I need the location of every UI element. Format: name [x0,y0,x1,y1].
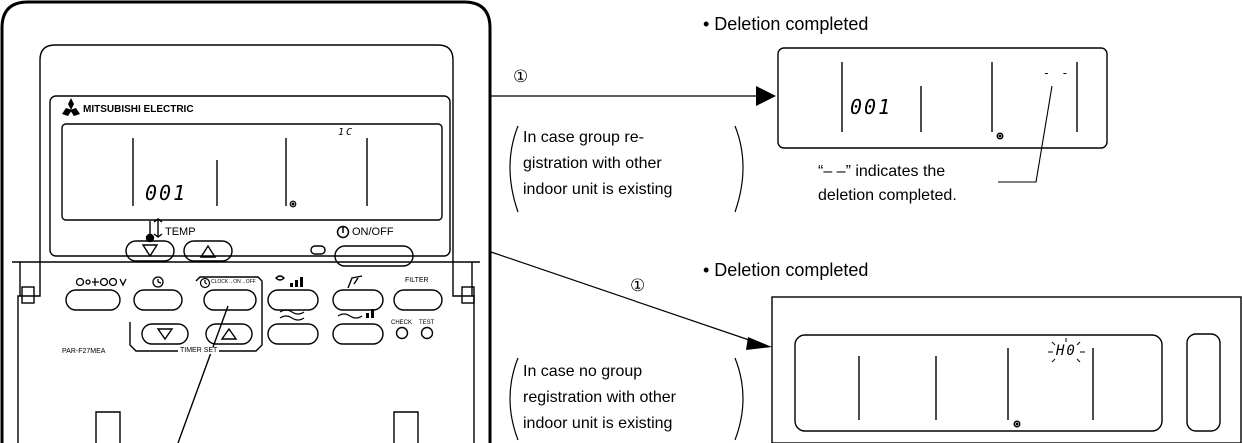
upper-step-marker: ① [513,67,529,86]
upper-condition-line-3: indoor unit is existing [523,181,673,198]
filter-label: FILTER [405,277,429,284]
clock-button[interactable] [203,289,257,311]
louver-icon [279,309,305,321]
lower-condition-right-bracket [734,357,744,441]
timer-clock-icon [152,276,164,288]
thermometer-icon [145,218,163,243]
blink-rays-icon [1048,338,1085,363]
test-label: TEST [419,320,435,326]
model-label: PAR-F27MEA [62,348,106,355]
airflow-icon [347,275,363,289]
upper-note-line-1: “– –” indicates the [818,163,946,180]
operation-lamp [310,245,326,255]
timer-mode-button[interactable] [133,289,183,311]
remote-lcd [61,123,443,221]
onoff-button[interactable] [334,245,414,267]
fan-speed-button[interactable] [267,289,319,311]
upper-arrow-head [756,86,776,106]
test-button[interactable] [420,326,434,340]
remote-panel [49,95,451,257]
vane-icon [337,309,374,319]
lower-result-side-slot [1186,333,1221,432]
upper-lcd-address: 001 [850,95,893,119]
lower-heading: • Deletion completed [703,260,869,280]
upper-condition-line-2: gistration with other [523,155,662,172]
upper-heading: • Deletion completed [703,14,869,34]
lower-step-marker: ① [630,276,646,295]
left-hinge [21,286,35,304]
upper-condition-right-bracket [734,125,744,213]
onoff-label: ON/OFF [352,226,394,238]
timer-up-button[interactable] [205,323,253,345]
temp-label: TEMP [165,226,196,238]
lower-lcd-indicator: H0 [1056,343,1077,359]
remote-cover [17,44,475,443]
temp-up-button[interactable] [183,240,233,262]
lower-arrow-head [746,337,772,350]
temp-down-button[interactable] [125,240,175,262]
lower-condition-line-3: indoor unit is existing [523,415,673,432]
remote-housing [0,0,492,443]
upper-condition-left-bracket [509,125,519,213]
upper-condition-line-1: In case group re- [523,129,644,146]
remote-lcd-address: 001 [145,181,188,205]
airflow-button[interactable] [332,289,384,311]
mode-button[interactable] [65,289,121,311]
lower-condition-left-bracket [509,357,519,441]
lower-condition-line-2: registration with other [523,389,676,406]
upper-lcd-indicator: - - [1043,66,1071,80]
upper-note-leader [998,85,1053,183]
fan-speed-icon [275,275,303,287]
clock-on-off-label: CLOCK→ON→OFF [211,279,256,285]
mitsubishi-logo-icon [62,98,80,116]
power-icon [336,225,350,239]
check-button[interactable] [395,326,409,340]
upper-note-line-2: deletion completed. [818,187,957,204]
lower-condition-line-1: In case no group [523,363,643,380]
timer-set-label: TIMER SET [178,347,220,354]
vane-button[interactable] [332,323,384,345]
remote-brand: MITSUBISHI ELECTRIC [83,104,194,115]
clock-icon [199,277,211,289]
remote-lcd-corner: 1C [338,127,355,138]
filter-button[interactable] [393,289,443,311]
lower-result-panel [771,296,1242,443]
timer-down-button[interactable] [141,323,189,345]
check-label: CHECK [391,320,413,326]
louver-button[interactable] [267,323,319,345]
lower-arrow-line [490,251,759,344]
lower-result-lcd [794,334,1163,432]
mode-icons [75,277,127,287]
upper-result-lcd [777,47,1108,149]
right-hinge [461,286,475,304]
